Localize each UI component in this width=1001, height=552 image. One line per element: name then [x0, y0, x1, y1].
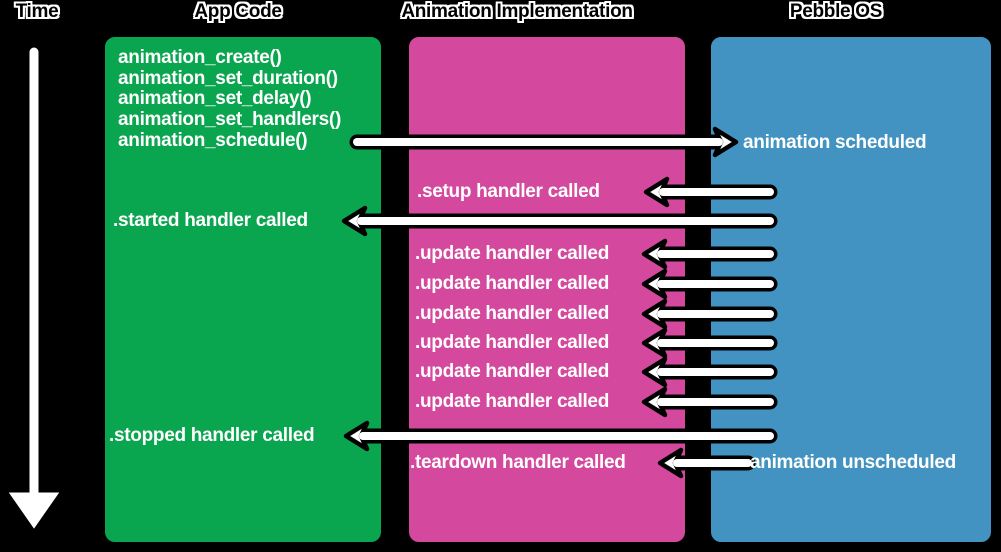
time-arrow — [1, 42, 67, 536]
update-handler-5-label: .update handler called — [415, 361, 610, 382]
animation-scheduled-label: animation scheduled — [743, 132, 927, 153]
animation-unscheduled-label: animation unscheduled — [750, 452, 956, 473]
column-header-animation-implementation: Animation Implementation — [401, 1, 633, 22]
update-handler-6-label: .update handler called — [415, 391, 610, 412]
animation-implementation-box — [405, 33, 689, 546]
update-handler-3-label: .update handler called — [415, 303, 610, 324]
setup-handler-label: .setup handler called — [417, 181, 600, 202]
call-line: animation_create() — [118, 47, 282, 68]
call-line: animation_set_duration() — [118, 67, 338, 89]
call-line: animation_schedule() — [118, 129, 308, 151]
app-code-box — [101, 33, 385, 546]
column-header-app-code: App Code — [194, 1, 282, 22]
time-axis-label: Time — [15, 1, 59, 22]
update-handler-2-label: .update handler called — [415, 273, 610, 294]
call-line: animation_set_delay() — [118, 88, 312, 110]
teardown-handler-label: .teardown handler called — [410, 452, 626, 473]
started-handler-label: .started handler called — [113, 210, 308, 231]
update-handler-4-label: .update handler called — [415, 332, 610, 353]
column-header-pebble-os: Pebble OS — [789, 1, 883, 22]
app-code-call-list: animation_create() animation_set_duratio… — [118, 47, 341, 152]
call-line: animation_set_handlers() — [118, 109, 341, 131]
update-handler-1-label: .update handler called — [415, 243, 610, 264]
stopped-handler-label: .stopped handler called — [109, 425, 315, 446]
